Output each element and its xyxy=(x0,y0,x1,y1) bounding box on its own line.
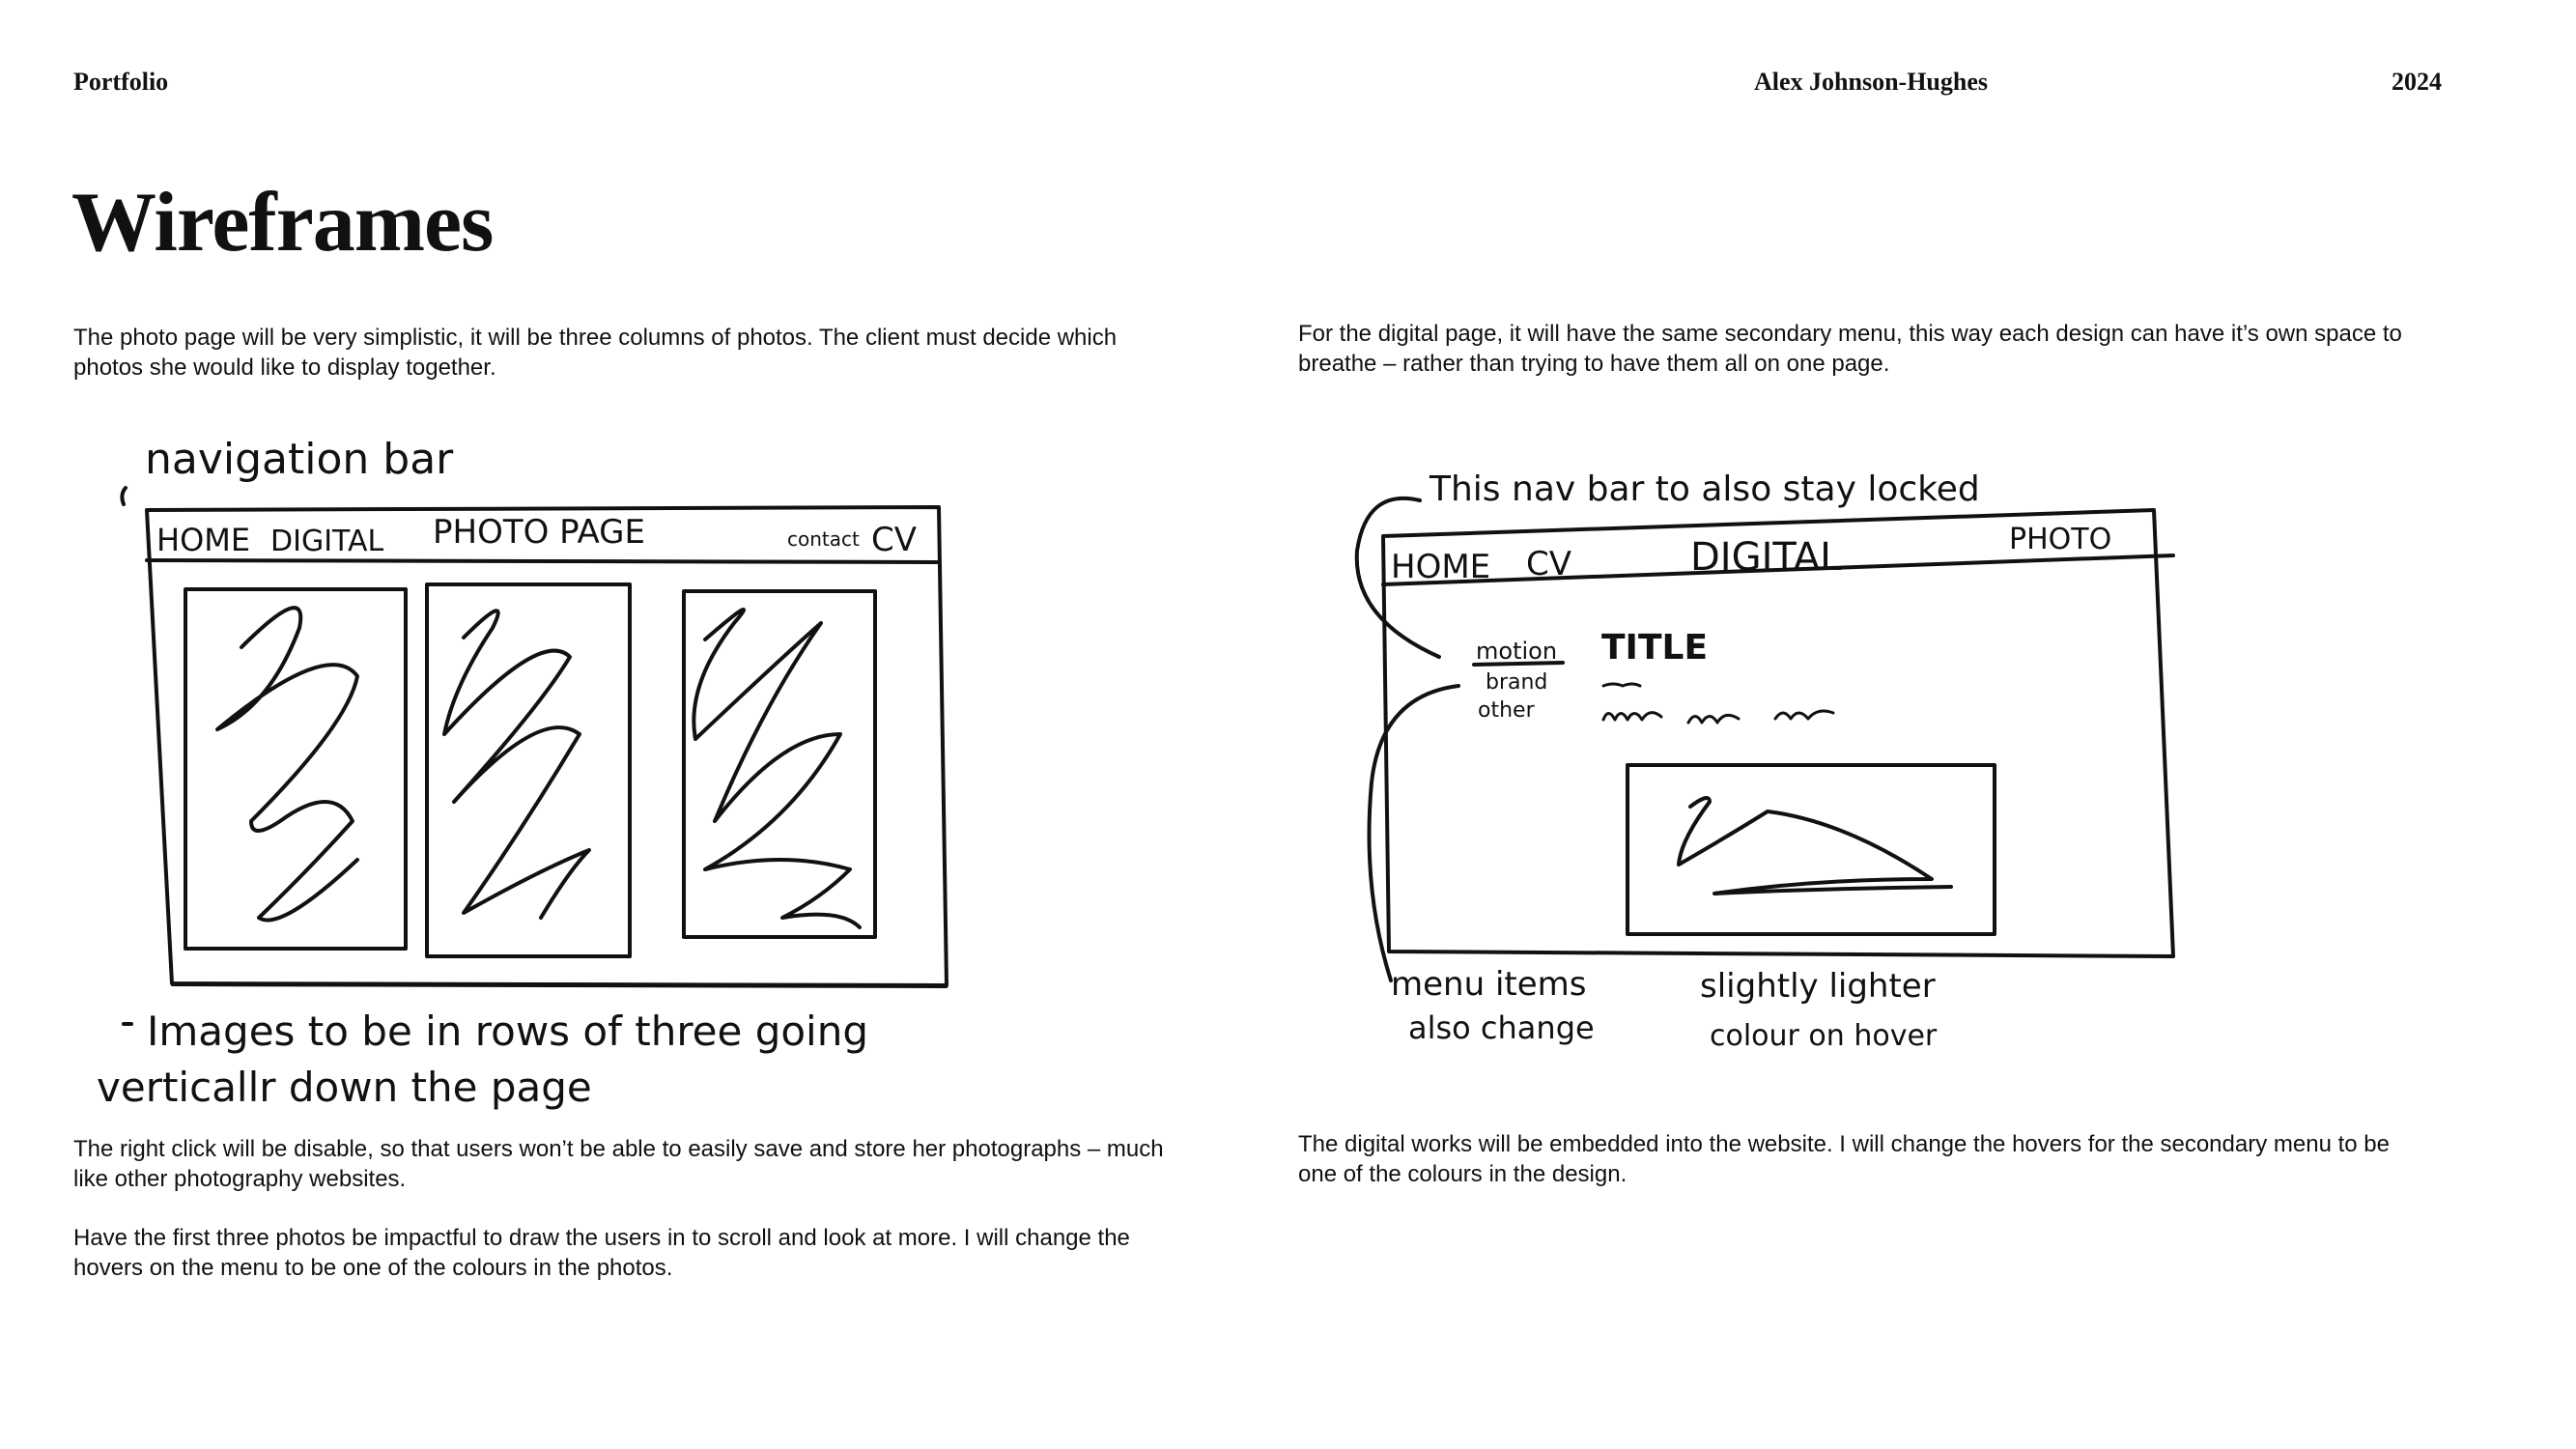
sketch-annotation-navigation-bar: navigation bar xyxy=(145,435,454,484)
sketch-menu-other: other xyxy=(1478,698,1536,723)
header-portfolio-label: Portfolio xyxy=(73,68,169,96)
digital-artwork-squiggle xyxy=(1677,796,1953,895)
photo-squiggle-2 xyxy=(442,609,591,920)
sketch-menu-underline xyxy=(1472,661,1565,667)
digital-page-wireframe-sketch: This nav bar to also stay locked HOME CV… xyxy=(1354,469,2175,1053)
sketch-annotation-down-the-page: verticallr down the page xyxy=(97,1064,592,1111)
sketch-browser-frame xyxy=(145,505,948,987)
sketch-nav-digital: DIGITAL xyxy=(1690,535,1842,580)
digital-page-intro-text: For the digital page, it will have the s… xyxy=(1298,321,2402,377)
sketch-nav-cv: CV xyxy=(871,521,917,559)
sketch-bracket-bottom xyxy=(1367,684,1460,982)
sketch-bracket-mark xyxy=(120,486,127,506)
sketch-menu-brand: brand xyxy=(1486,670,1547,695)
sketch-annotation-menu-items: menu items xyxy=(1391,965,1586,1004)
sketch-annotation-also-change: also change xyxy=(1408,1009,1595,1046)
sketch-annotation-slightly-lighter: slightly lighter xyxy=(1700,967,1936,1006)
photo-page-intro-text: The photo page will be very simplistic, … xyxy=(73,325,1118,381)
photo-page-wireframe-sketch: navigation bar HOME DIGITAL PHOTO PAGE c… xyxy=(97,435,948,1111)
page-title: Wireframes xyxy=(71,176,494,270)
sketch-nav-divider xyxy=(145,558,939,564)
sketch-nav-cv: CV xyxy=(1526,545,1571,583)
sketch-menu-motion: motion xyxy=(1476,638,1557,665)
sketch-subtitle-squiggle xyxy=(1601,682,1642,688)
digital-embed-note: The digital works will be embedded into … xyxy=(1298,1131,2390,1187)
first-photos-impact-note: Have the first three photos be impactful… xyxy=(73,1225,1130,1281)
photo-squiggle-3 xyxy=(692,607,862,929)
sketch-content-title: TITLE xyxy=(1601,628,1708,668)
sketch-nav-digital: DIGITAL xyxy=(270,525,384,558)
sketch-text-squiggle-2 xyxy=(1686,713,1741,724)
sketch-annotation-rows-of-three: Images to be in rows of three going xyxy=(147,1008,868,1055)
sketch-nav-home: HOME xyxy=(1391,548,1490,586)
photo-placeholder-2 xyxy=(425,582,632,958)
header-year: 2024 xyxy=(2392,68,2442,96)
sketch-text-squiggle-3 xyxy=(1773,709,1835,721)
header-author-name: Alex Johnson-Hughes xyxy=(1754,68,1988,96)
sketch-annotation-nav-locked: This nav bar to also stay locked xyxy=(1429,469,1980,509)
photo-placeholder-1 xyxy=(184,587,408,951)
sketch-nav-photo-page: PHOTO PAGE xyxy=(433,513,645,552)
sketch-nav-home: HOME xyxy=(156,522,250,558)
sketch-nav-photo: PHOTO xyxy=(2009,523,2111,556)
sketch-nav-divider xyxy=(1381,554,2175,586)
photo-squiggle-1 xyxy=(215,606,359,923)
sketch-nav-contact: contact xyxy=(787,527,860,551)
sketch-bracket-top xyxy=(1354,496,1441,659)
right-click-disabled-note: The right click will be disable, so that… xyxy=(73,1136,1164,1192)
photo-placeholder-3 xyxy=(682,589,877,939)
digital-artwork-placeholder xyxy=(1626,763,1996,936)
sketch-browser-frame xyxy=(1381,508,2175,958)
sketch-text-squiggle-1 xyxy=(1601,711,1663,722)
sketch-annotation-colour-on-hover: colour on hover xyxy=(1710,1019,1938,1053)
